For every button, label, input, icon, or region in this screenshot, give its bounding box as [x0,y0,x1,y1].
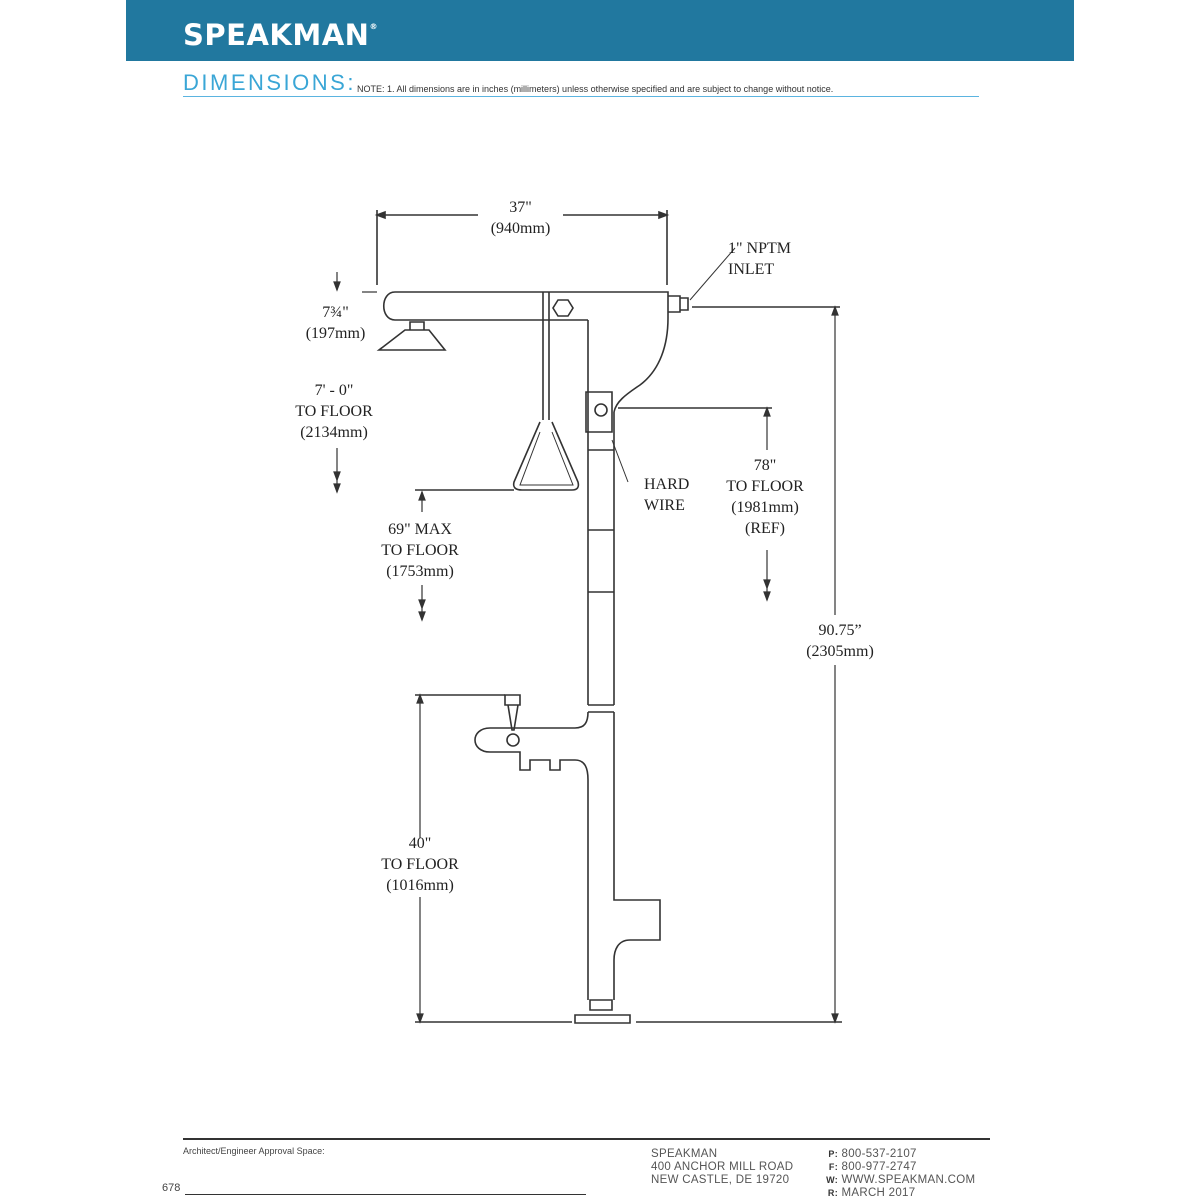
company-address: SPEAKMAN 400 ANCHOR MILL ROAD NEW CASTLE… [651,1148,793,1187]
header-banner: SPEAKMAN® [126,0,1074,61]
logo-text: SPEAKMAN [183,18,370,52]
width-dimension [374,210,670,285]
pull-handle [415,292,580,491]
base-foot [415,999,842,1024]
shower-arm [376,247,840,413]
label-width: 37" (940mm) [490,199,551,237]
address-line: SPEAKMAN [651,1148,718,1160]
label-overall-height: 90.75” (2305mm) [806,622,874,660]
vertical-pipe [585,320,772,713]
label-hard-wire: HARD WIRE [644,476,690,514]
label-head-depth: 7¾" (197mm) [305,304,366,342]
approval-signature-line [185,1194,586,1195]
label-valve-floor: 78" TO FLOOR (1981mm) (REF) [726,457,804,537]
label-handle-floor: 69" MAX TO FLOOR (1753mm) [381,521,459,580]
header-rule [183,96,979,97]
contact-revision: R: MARCH 2017 [827,1187,916,1199]
registered-mark: ® [369,22,378,31]
address-line: 400 ANCHOR MILL ROAD [651,1161,794,1173]
approval-label: Architect/Engineer Approval Space: [183,1146,325,1156]
label-shower-floor: 7' - 0" TO FLOOR (2134mm) [295,382,373,441]
company-contact: P: 800-537-2107 F: 800-977-2747 W: WWW.S… [818,1148,975,1200]
footer-rule [183,1138,990,1140]
contact-web: W: WWW.SPEAKMAN.COM [826,1174,976,1186]
dimension-note: NOTE: 1. All dimensions are in inches (m… [357,84,834,94]
section-title: DIMENSIONS: [183,70,356,95]
contact-fax: F: 800-977-2747 [828,1161,917,1173]
eyewash [415,694,661,1000]
contact-phone: P: 800-537-2107 [828,1148,917,1160]
dimension-arrows [333,272,839,1024]
label-eyewash-floor: 40" TO FLOOR (1016mm) [381,835,459,894]
address-line: NEW CASTLE, DE 19720 [651,1174,790,1186]
speakman-logo: SPEAKMAN® [183,18,378,52]
page-number: 678 [162,1182,181,1194]
label-inlet: 1" NPTM INLET [728,240,791,278]
